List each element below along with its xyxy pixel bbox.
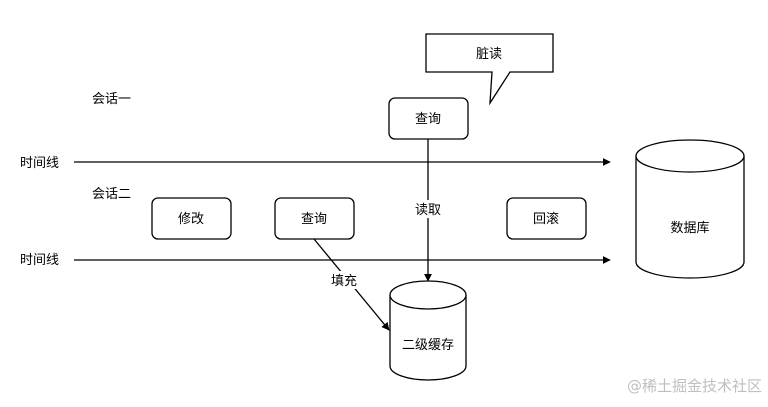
- session-one-label: 会话一: [92, 92, 131, 107]
- fill-edge-label: 填充: [331, 273, 357, 289]
- query-box-session-two: 查询: [274, 197, 355, 240]
- query-top-label: 查询: [415, 112, 441, 127]
- modify-label: 修改: [178, 212, 204, 227]
- timeline-top-label: 时间线: [20, 156, 59, 171]
- read-edge-label: 读取: [415, 203, 441, 218]
- rollback-box: 回滚: [506, 197, 587, 240]
- database-cylinder: 数据库: [635, 139, 745, 279]
- read-edge-label-bg: [409, 200, 447, 218]
- second-level-cache-cylinder: 二级缓存: [389, 280, 467, 381]
- modify-box: 修改: [151, 197, 232, 240]
- session-two-label: 会话二: [92, 187, 131, 202]
- dirty-read-callout: 脏读: [425, 33, 554, 106]
- timeline-bottom-label: 时间线: [20, 253, 59, 268]
- watermark: @稀土掘金技术社区: [627, 377, 762, 395]
- query-bottom-label: 查询: [301, 212, 327, 227]
- database-label: 数据库: [670, 220, 709, 236]
- fill-edge-label-bg: [328, 271, 360, 289]
- second-level-cache-label: 二级缓存: [402, 338, 454, 353]
- query-box-session-one: 查询: [388, 97, 469, 140]
- rollback-label: 回滚: [533, 211, 559, 227]
- dirty-read-label: 脏读: [476, 47, 502, 62]
